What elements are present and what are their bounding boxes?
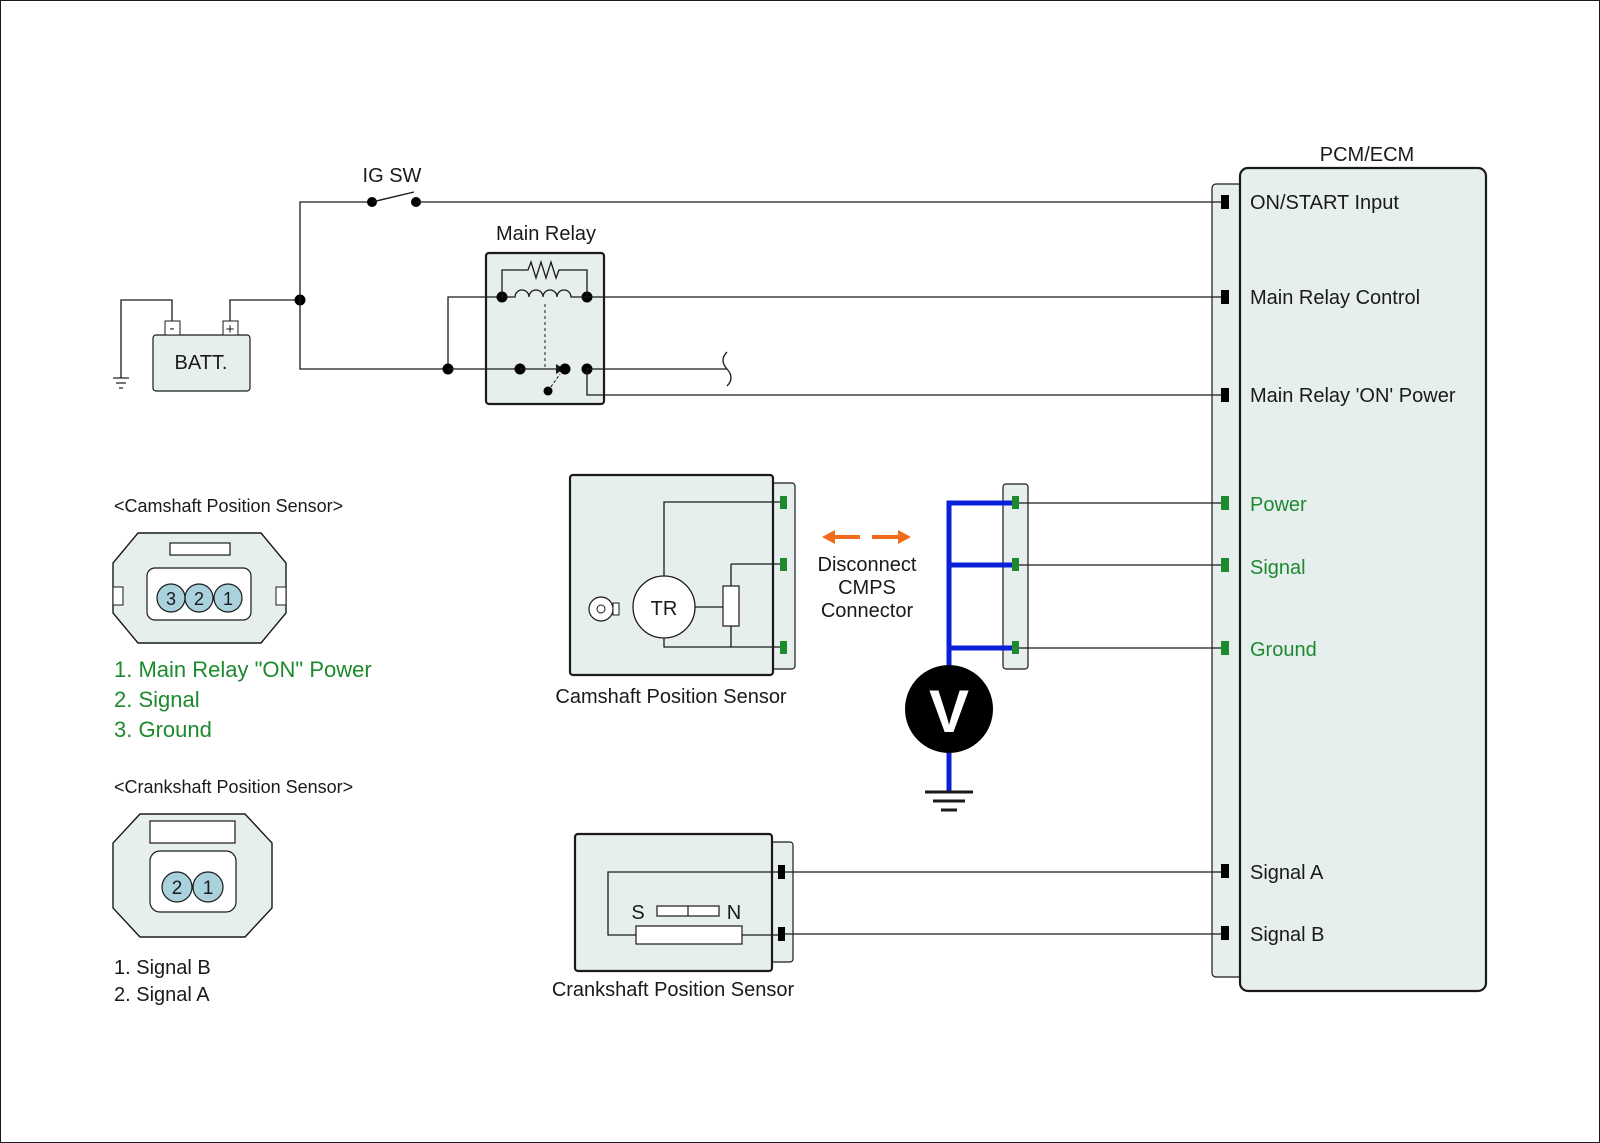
pcm-pin-power bbox=[1221, 496, 1229, 510]
ckp-legend-item: 2. Signal A bbox=[114, 984, 210, 1006]
cmp-target-wheel-icon bbox=[588, 596, 620, 622]
ckp-sensor-connector bbox=[770, 841, 794, 963]
terminal-on-start: ON/START Input bbox=[1250, 192, 1399, 214]
main-relay-label: Main Relay bbox=[496, 223, 596, 245]
relay-coil-feed-wire bbox=[447, 296, 502, 369]
cmp-transistor-label: TR bbox=[651, 598, 678, 620]
battery-negative-sign: - bbox=[170, 320, 175, 337]
wire-break-symbol bbox=[722, 351, 732, 387]
battery-label: BATT. bbox=[175, 352, 228, 374]
ckp-pin bbox=[161, 871, 193, 903]
pcm-pin-relay-on-power bbox=[1221, 388, 1229, 402]
ckp-sensor-pin bbox=[778, 865, 785, 879]
disconnect-arrow-icon bbox=[822, 530, 911, 544]
disconnect-note: Disconnect CMPS Connector bbox=[818, 530, 917, 622]
cmp-sensor-pin bbox=[780, 641, 787, 654]
relay-diode-resistor bbox=[501, 259, 588, 297]
relay-coil bbox=[502, 289, 587, 298]
terminal-signal-a: Signal A bbox=[1250, 862, 1324, 884]
cmp-connector-view: <Camshaft Position Sensor> 3 2 1 1. Main… bbox=[112, 496, 372, 742]
voltmeter-label: V bbox=[929, 678, 969, 745]
terminal-ground: Ground bbox=[1250, 639, 1317, 661]
pcm-pin-ground bbox=[1221, 641, 1229, 655]
terminal-relay-on-power: Main Relay 'ON' Power bbox=[1250, 385, 1456, 407]
terminal-signal-b: Signal B bbox=[1250, 924, 1325, 946]
relay-on-power-wire bbox=[586, 369, 1221, 396]
ckp-pin-number: 2 bbox=[172, 878, 183, 899]
pcm-pin-on-start bbox=[1221, 195, 1229, 209]
ckp-connector-latch bbox=[149, 820, 236, 844]
cmp-connector-tab-left bbox=[112, 586, 124, 606]
cmp-legend-item: 3. Ground bbox=[114, 717, 212, 742]
pcm-pin-signal-a bbox=[1221, 864, 1229, 878]
cmp-sensor-pin bbox=[780, 496, 787, 509]
cmp-legend-item: 2. Signal bbox=[114, 687, 200, 712]
cmp-sensor-label: Camshaft Position Sensor bbox=[555, 686, 787, 708]
battery-box bbox=[152, 334, 251, 392]
ckp-coil bbox=[635, 925, 743, 945]
ckp-sensor-label: Crankshaft Position Sensor bbox=[552, 979, 795, 1001]
ckp-sensor-box bbox=[573, 832, 774, 973]
relay-feed-wire bbox=[299, 300, 448, 370]
ckp-connector-title: <Crankshaft Position Sensor> bbox=[114, 777, 353, 797]
cmp-connector-latch bbox=[169, 542, 231, 556]
ckp-north-label: N bbox=[727, 902, 741, 924]
probe-ground-symbol bbox=[925, 790, 973, 812]
harness-pin-ground bbox=[1012, 641, 1019, 654]
cmp-sensor-box bbox=[568, 473, 775, 677]
ckp-sensor-pin bbox=[778, 927, 785, 941]
ckp-pin bbox=[192, 871, 224, 903]
relay-contact-terminal bbox=[559, 363, 571, 375]
cmp-pullup-resistor bbox=[722, 585, 740, 627]
pcm-title: PCM/ECM bbox=[1320, 144, 1414, 166]
harness-pin-power bbox=[1012, 496, 1019, 509]
relay-switch-blade bbox=[547, 373, 561, 392]
ig-sw-label: IG SW bbox=[363, 165, 422, 187]
camshaft-position-sensor: TR Camshaft Position Sensor bbox=[555, 473, 796, 708]
cmp-pin-number: 2 bbox=[194, 589, 204, 609]
battery-positive-wire bbox=[229, 299, 300, 321]
ckp-internal-wire bbox=[607, 871, 778, 936]
terminal-relay-control: Main Relay Control bbox=[1250, 287, 1420, 309]
cmp-pin-number: 3 bbox=[166, 589, 176, 609]
ckp-connector-view: <Crankshaft Position Sensor> 2 1 1. Sign… bbox=[112, 777, 353, 1006]
harness-pin-signal bbox=[1012, 558, 1019, 571]
cmp-connector-title: <Camshaft Position Sensor> bbox=[114, 496, 343, 516]
power-circuit: BATT. - + IG SW Main Relay bbox=[113, 165, 1221, 406]
battery-positive-sign: + bbox=[226, 321, 235, 338]
terminal-signal: Signal bbox=[1250, 557, 1306, 579]
pcm-ecm: PCM/ECM ON/START Input Main Relay Contro… bbox=[1211, 144, 1488, 993]
probe-wire bbox=[946, 500, 1012, 668]
cmp-pin bbox=[184, 583, 214, 613]
voltmeter-icon bbox=[905, 665, 993, 753]
cmp-connector-tab-right bbox=[275, 586, 287, 606]
voltmeter-probes: V bbox=[905, 500, 1012, 812]
harness-connector-body bbox=[1002, 483, 1029, 670]
pcm-pin-signal bbox=[1221, 558, 1229, 572]
crankshaft-position-sensor: S N Crankshaft Position Sensor bbox=[552, 832, 1221, 1001]
ckp-pin-number: 1 bbox=[203, 878, 214, 899]
ig-switch-blade bbox=[371, 191, 415, 203]
ground-symbol bbox=[113, 377, 129, 389]
pcm-pin-signal-b bbox=[1221, 926, 1229, 940]
pcm-ecm-box bbox=[1238, 166, 1488, 993]
ig-feed-wire bbox=[299, 201, 372, 300]
disconnect-note-line: Connector bbox=[821, 600, 914, 622]
cmp-sensor-pin bbox=[780, 558, 787, 571]
cmp-internal-wire bbox=[663, 638, 780, 648]
cmp-harness-connector bbox=[1002, 483, 1221, 670]
ckp-south-label: S bbox=[631, 902, 644, 924]
battery-ground-wire bbox=[120, 299, 173, 378]
ckp-legend-item: 1. Signal B bbox=[114, 957, 211, 979]
cmp-pin-number: 1 bbox=[223, 589, 233, 609]
disconnect-note-line: Disconnect bbox=[818, 554, 917, 576]
disconnect-note-line: CMPS bbox=[838, 577, 896, 599]
terminal-power: Power bbox=[1250, 494, 1307, 516]
cmp-internal-wire bbox=[663, 501, 780, 576]
cmp-pin bbox=[213, 583, 243, 613]
pcm-pin-relay-control bbox=[1221, 290, 1229, 304]
cmp-legend-item: 1. Main Relay "ON" Power bbox=[114, 657, 372, 682]
